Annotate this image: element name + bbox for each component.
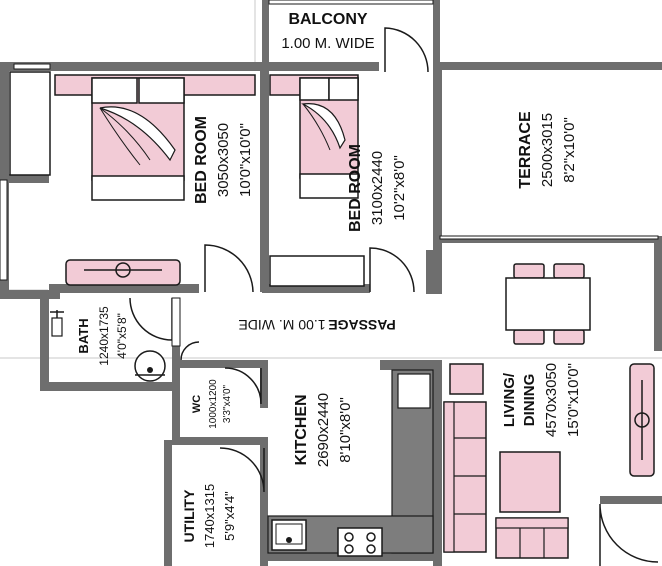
wardrobe bbox=[9, 71, 51, 176]
svg-text:8'2"x10'0": 8'2"x10'0" bbox=[561, 117, 578, 183]
wardrobe bbox=[269, 255, 365, 287]
wc-label: WC 1000x1200 3'3"x4'0" bbox=[191, 379, 233, 429]
balcony-edge bbox=[268, 0, 434, 5]
svg-text:WC: WC bbox=[191, 395, 203, 413]
svg-text:1.00 M. WIDE: 1.00 M. WIDE bbox=[281, 35, 374, 52]
svg-text:2690x2440: 2690x2440 bbox=[315, 393, 332, 467]
svg-text:10'0"x10'0": 10'0"x10'0" bbox=[237, 123, 254, 197]
passage-label: PASSAGE 1.00 M. WIDE bbox=[238, 317, 395, 333]
bedroom-2-label: BED ROOM 3100x2440 10'2"x8'0" bbox=[347, 144, 408, 232]
svg-text:1740x1315: 1740x1315 bbox=[202, 484, 217, 548]
svg-text:BED ROOM: BED ROOM bbox=[347, 144, 364, 232]
balcony-label: BALCONY 1.00 M. WIDE bbox=[281, 11, 374, 52]
svg-text:8'10"x8'0": 8'10"x8'0" bbox=[337, 397, 354, 463]
svg-text:LIVING/: LIVING/ bbox=[501, 372, 518, 427]
svg-text:3050x3050: 3050x3050 bbox=[215, 123, 232, 197]
terrace-label: TERRACE 2500x3015 8'2"x10'0" bbox=[517, 111, 578, 189]
door-swing-icon bbox=[129, 297, 173, 341]
bed-icon bbox=[269, 74, 359, 199]
utility-label: UTILITY 1740x1315 5'9"x4'4" bbox=[181, 484, 237, 548]
door-swing-icon bbox=[599, 503, 659, 566]
sofa-icon bbox=[443, 363, 569, 559]
sink-icon bbox=[271, 519, 307, 551]
door-swing-icon bbox=[219, 447, 265, 493]
door-swing-icon bbox=[369, 247, 415, 293]
bath-door-frame bbox=[171, 297, 181, 347]
tv-unit-icon bbox=[65, 259, 181, 286]
svg-text:UTILITY: UTILITY bbox=[181, 489, 197, 543]
kitchen-label: KITCHEN 2690x2440 8'10"x8'0" bbox=[293, 393, 354, 467]
svg-text:5'9"x4'4": 5'9"x4'4" bbox=[222, 491, 237, 541]
svg-text:15'0"x10'0": 15'0"x10'0" bbox=[565, 363, 582, 437]
tv-unit-icon bbox=[629, 363, 655, 477]
svg-text:2500x3015: 2500x3015 bbox=[539, 113, 556, 187]
svg-text:1240x1735: 1240x1735 bbox=[97, 306, 111, 366]
svg-text:1000x1200: 1000x1200 bbox=[208, 379, 219, 429]
svg-text:1.00 M. WIDE: 1.00 M. WIDE bbox=[238, 317, 325, 333]
svg-text:BATH: BATH bbox=[76, 318, 91, 353]
svg-text:10'2"x8'0": 10'2"x8'0" bbox=[391, 155, 408, 221]
door-swing-icon bbox=[384, 27, 429, 73]
bedroom-1-label: BED ROOM 3050x3050 10'0"x10'0" bbox=[193, 116, 254, 204]
living-dining-label: LIVING/ DINING 4570x3050 15'0"x10'0" bbox=[501, 363, 582, 437]
svg-text:PASSAGE: PASSAGE bbox=[328, 317, 395, 333]
window-marks bbox=[0, 63, 659, 281]
dining-table-icon bbox=[505, 263, 591, 345]
bed-icon bbox=[54, 74, 256, 201]
toilet-icon bbox=[134, 350, 166, 382]
door-swing-icon bbox=[204, 244, 254, 293]
bath-label: BATH 1240x1735 4'0"x5'8" bbox=[76, 306, 129, 366]
washbasin-icon bbox=[50, 310, 64, 337]
svg-text:3'3"x4'0": 3'3"x4'0" bbox=[222, 384, 233, 423]
door-swing-icon bbox=[180, 341, 200, 361]
svg-text:DINING: DINING bbox=[521, 374, 538, 427]
svg-text:KITCHEN: KITCHEN bbox=[293, 394, 310, 465]
door-swing-icon bbox=[224, 367, 262, 405]
svg-text:TERRACE: TERRACE bbox=[517, 111, 534, 189]
svg-text:3100x2440: 3100x2440 bbox=[369, 151, 386, 225]
svg-text:4'0"x5'8": 4'0"x5'8" bbox=[115, 313, 129, 359]
svg-text:BALCONY: BALCONY bbox=[288, 11, 367, 28]
svg-text:4570x3050: 4570x3050 bbox=[543, 363, 560, 437]
stove-icon bbox=[337, 527, 383, 557]
svg-text:BED ROOM: BED ROOM bbox=[193, 116, 210, 204]
